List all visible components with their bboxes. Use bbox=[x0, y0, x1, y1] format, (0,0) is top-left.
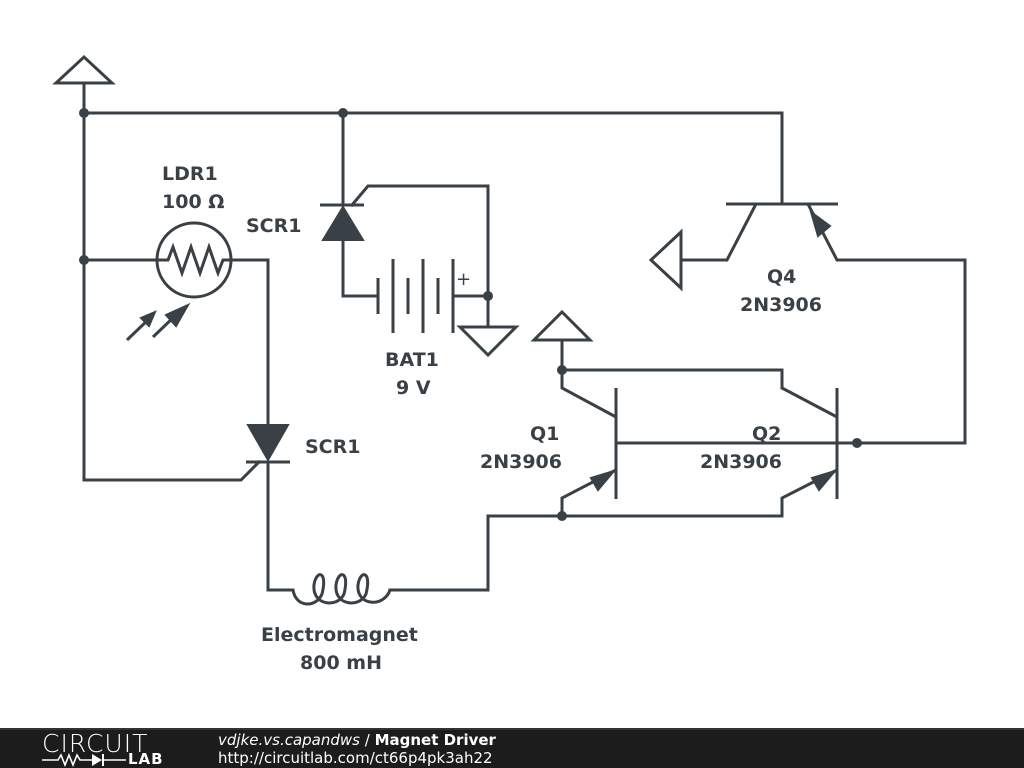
q2-name-label: Q2 bbox=[752, 423, 781, 445]
scr-bottom-gate-wire bbox=[82, 459, 262, 482]
q1-name-label: Q1 bbox=[530, 423, 559, 445]
q1-transistor[interactable]: Q1 2N3906 bbox=[480, 370, 618, 516]
author-link[interactable]: vdjke.vs.capandws bbox=[218, 731, 360, 749]
light-arrows-icon bbox=[125, 302, 191, 342]
q4-name-label: Q4 bbox=[767, 266, 796, 288]
q2-emitter-arrow bbox=[810, 469, 838, 492]
q4-value-label: 2N3906 bbox=[740, 294, 822, 316]
q-emitter-rail bbox=[560, 368, 784, 390]
title-separator: / bbox=[359, 731, 375, 749]
footer-bar: CIRCUIT LAB vdjke.vs.capandws / Magnet D… bbox=[0, 728, 1024, 768]
ground-symbol[interactable] bbox=[456, 294, 520, 358]
scr-top-component[interactable]: SCR1 bbox=[246, 111, 490, 298]
logo-text-lab: LAB bbox=[128, 750, 164, 768]
ldr1-value-label: 100 Ω bbox=[162, 191, 224, 213]
ldr1-resistor-zigzag bbox=[157, 242, 231, 278]
circuit-url-link[interactable]: http://circuitlab.com/ct66p4pk3ah22 bbox=[218, 749, 493, 767]
q4-ground-symbol[interactable] bbox=[648, 228, 683, 292]
circuit-title: Magnet Driver bbox=[374, 731, 496, 749]
schematic-canvas: LDR1 100 Ω SCR1 + BAT1 9 V Q4 2N bbox=[52, 54, 967, 674]
q4-emitter-arrow bbox=[809, 209, 832, 238]
bat1-value-label: 9 V bbox=[396, 377, 431, 399]
circuitlab-logo[interactable]: CIRCUIT LAB bbox=[40, 729, 175, 768]
q2-transistor[interactable]: Q2 2N3906 bbox=[562, 386, 859, 518]
logo-text-circuit: CIRCUIT bbox=[42, 729, 149, 758]
q1-emitter-arrow bbox=[589, 469, 617, 492]
logo-resistor-diode-icon bbox=[42, 752, 126, 768]
scr-top-gate-wire bbox=[349, 184, 490, 298]
q4-emitter bbox=[806, 203, 967, 445]
footer-info: vdjke.vs.capandws / Magnet Driver http:/… bbox=[218, 731, 496, 767]
scr-bottom-label: SCR1 bbox=[305, 436, 360, 458]
top-rail-wire bbox=[82, 111, 784, 206]
scr-top-label: SCR1 bbox=[246, 215, 301, 237]
bat1-name-label: BAT1 bbox=[385, 349, 439, 371]
ldr1-name-label: LDR1 bbox=[162, 163, 218, 185]
scr-bottom-diode-triangle bbox=[246, 424, 290, 463]
electromagnet-component[interactable]: Electromagnet 800 mH bbox=[261, 514, 564, 674]
q2-emitter bbox=[562, 468, 838, 518]
inductor-coil bbox=[291, 573, 392, 606]
ldr1-component[interactable]: LDR1 100 Ω bbox=[82, 163, 270, 426]
q2-collector bbox=[781, 386, 838, 419]
q1-value-label: 2N3906 bbox=[480, 451, 562, 473]
scr-top-diode-triangle bbox=[321, 205, 365, 241]
electromagnet-name-label: Electromagnet bbox=[261, 624, 418, 646]
q4-collector bbox=[681, 203, 758, 262]
electromagnet-value-label: 800 mH bbox=[300, 652, 382, 674]
supply-symbol-left[interactable] bbox=[52, 54, 116, 85]
bat1-component[interactable]: + BAT1 9 V bbox=[376, 259, 493, 399]
q4-transistor[interactable]: Q4 2N3906 bbox=[648, 202, 967, 445]
junction-dot bbox=[79, 108, 89, 118]
q2-value-label: 2N3906 bbox=[700, 451, 782, 473]
scr-bottom-component[interactable]: SCR1 bbox=[82, 424, 360, 592]
bat1-plus-sign: + bbox=[456, 269, 471, 290]
supply-symbol-right[interactable] bbox=[530, 309, 594, 372]
q1-collector bbox=[560, 370, 617, 419]
